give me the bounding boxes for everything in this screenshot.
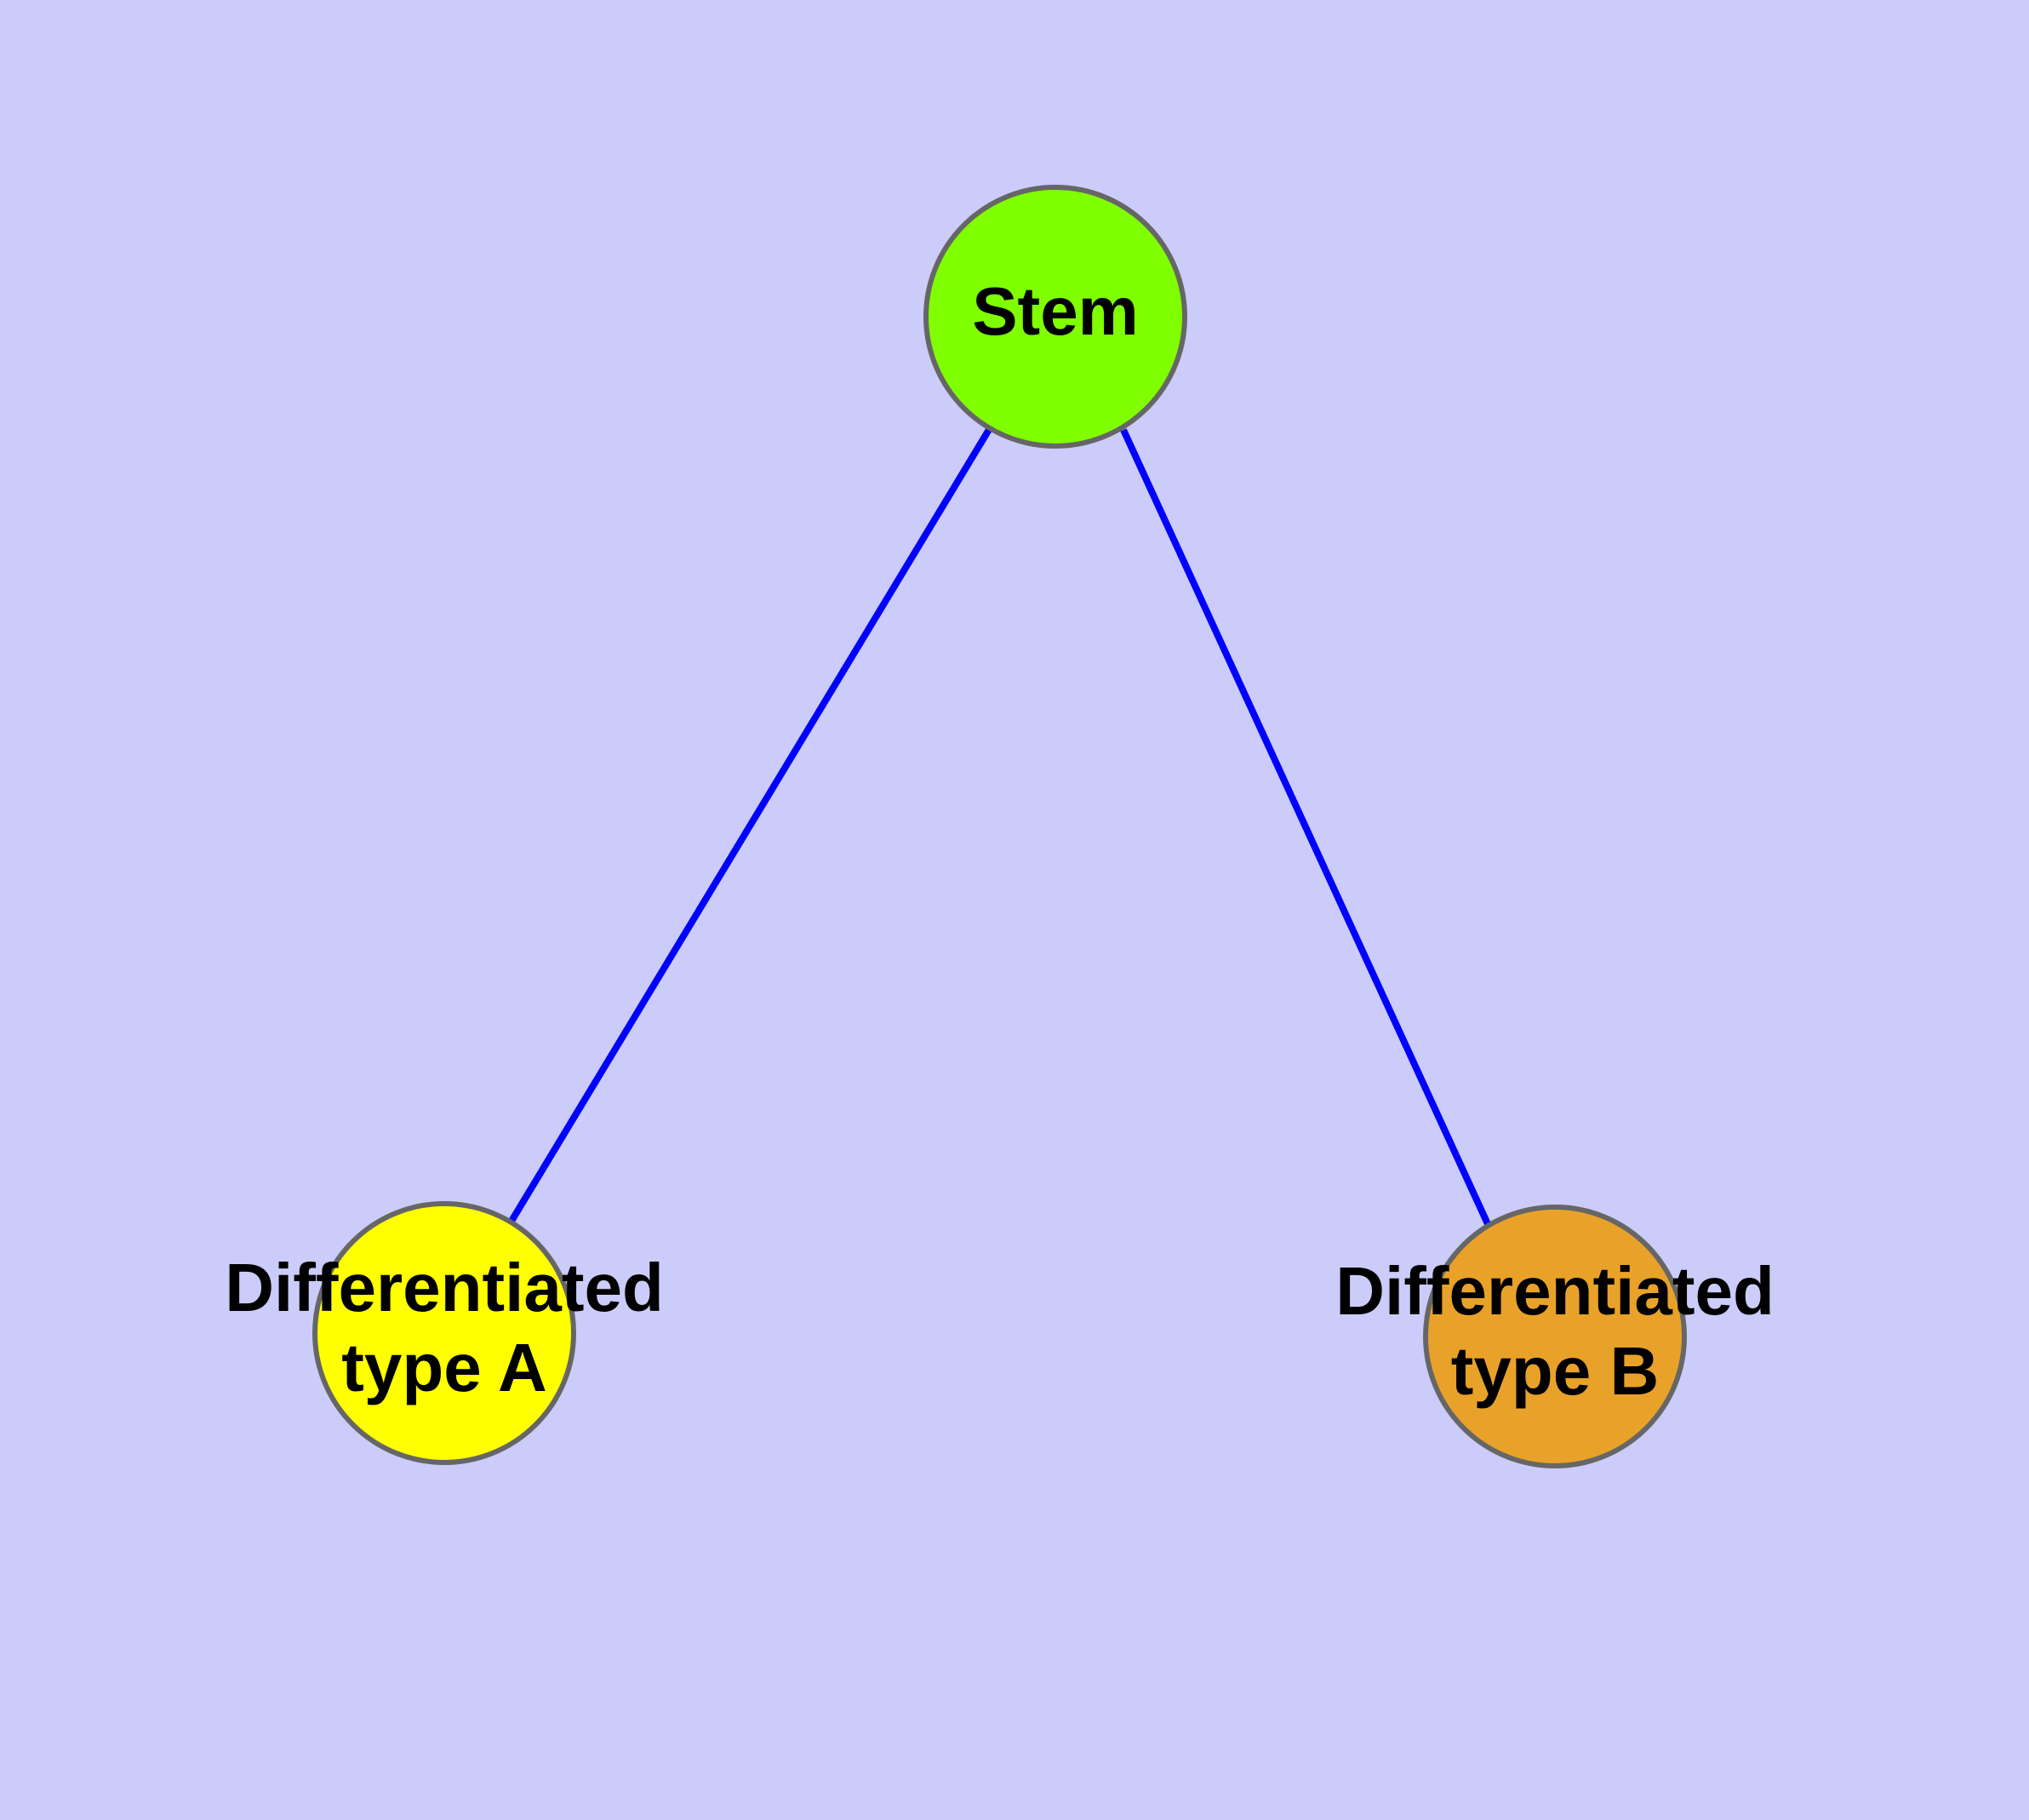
edge-stem-to-diff-a[interactable] — [507, 426, 993, 1225]
node-stem-label-line-0: Stem — [972, 273, 1139, 349]
node-stem[interactable]: Stem — [923, 185, 1187, 449]
node-stem-circle[interactable] — [923, 185, 1187, 449]
edge-stem-to-diff-b[interactable] — [1120, 428, 1492, 1228]
node-diff-a-label-line-0: Differentiated — [225, 1250, 664, 1325]
edge-layer — [507, 426, 1492, 1228]
node-diff-b-label-line-0: Differentiated — [1335, 1253, 1775, 1329]
node-diff-a-label-line-1: type A — [341, 1330, 547, 1405]
node-diff-b-label-line-1: type B — [1451, 1333, 1660, 1409]
node-stem-label: Stem — [972, 273, 1139, 349]
node-diff-b-circle[interactable] — [1423, 1205, 1687, 1468]
node-diff-a-circle[interactable] — [312, 1201, 576, 1465]
